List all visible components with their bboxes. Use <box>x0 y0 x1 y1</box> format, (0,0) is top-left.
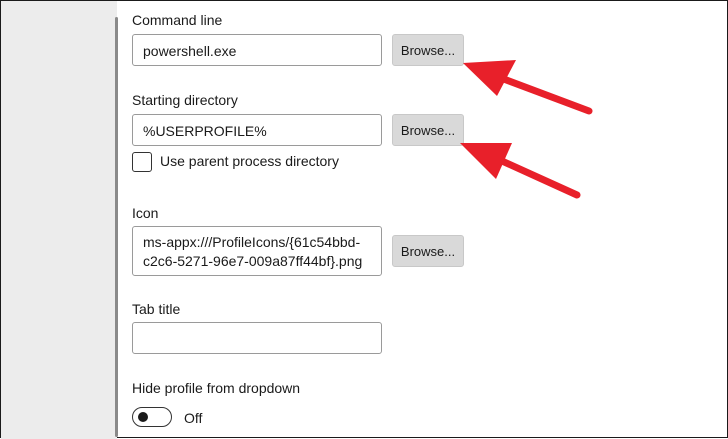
annotation-arrow-command-line <box>463 60 593 115</box>
command-line-browse-button[interactable]: Browse... <box>392 34 464 66</box>
hide-profile-toggle-state: Off <box>184 410 203 426</box>
side-navigation-strip <box>1 1 117 439</box>
icon-label: Icon <box>132 205 159 221</box>
scrollbar-track[interactable] <box>115 17 118 437</box>
command-line-input[interactable]: powershell.exe <box>132 34 382 66</box>
starting-directory-browse-button[interactable]: Browse... <box>392 114 464 146</box>
hide-profile-label: Hide profile from dropdown <box>132 380 301 396</box>
tab-title-label: Tab title <box>132 301 181 317</box>
use-parent-directory-label: Use parent process directory <box>160 153 339 169</box>
starting-directory-input[interactable]: %USERPROFILE% <box>132 114 382 146</box>
icon-path-line-1: ms-appx:///ProfileIcons/{61c54bbd- <box>143 234 361 250</box>
starting-directory-label: Starting directory <box>132 92 238 108</box>
icon-path-line-2: c2c6-5271-96e7-009a87ff44bf}.png <box>143 253 363 269</box>
use-parent-directory-checkbox[interactable] <box>132 152 152 172</box>
annotation-arrow-starting-directory <box>460 143 581 199</box>
toggle-knob <box>138 412 148 422</box>
command-line-label: Command line <box>132 12 223 28</box>
tab-title-input[interactable] <box>132 322 382 354</box>
icon-path-input[interactable]: ms-appx:///ProfileIcons/{61c54bbd- c2c6-… <box>132 226 382 276</box>
icon-browse-button[interactable]: Browse... <box>392 235 464 267</box>
hide-profile-toggle[interactable] <box>132 407 172 427</box>
